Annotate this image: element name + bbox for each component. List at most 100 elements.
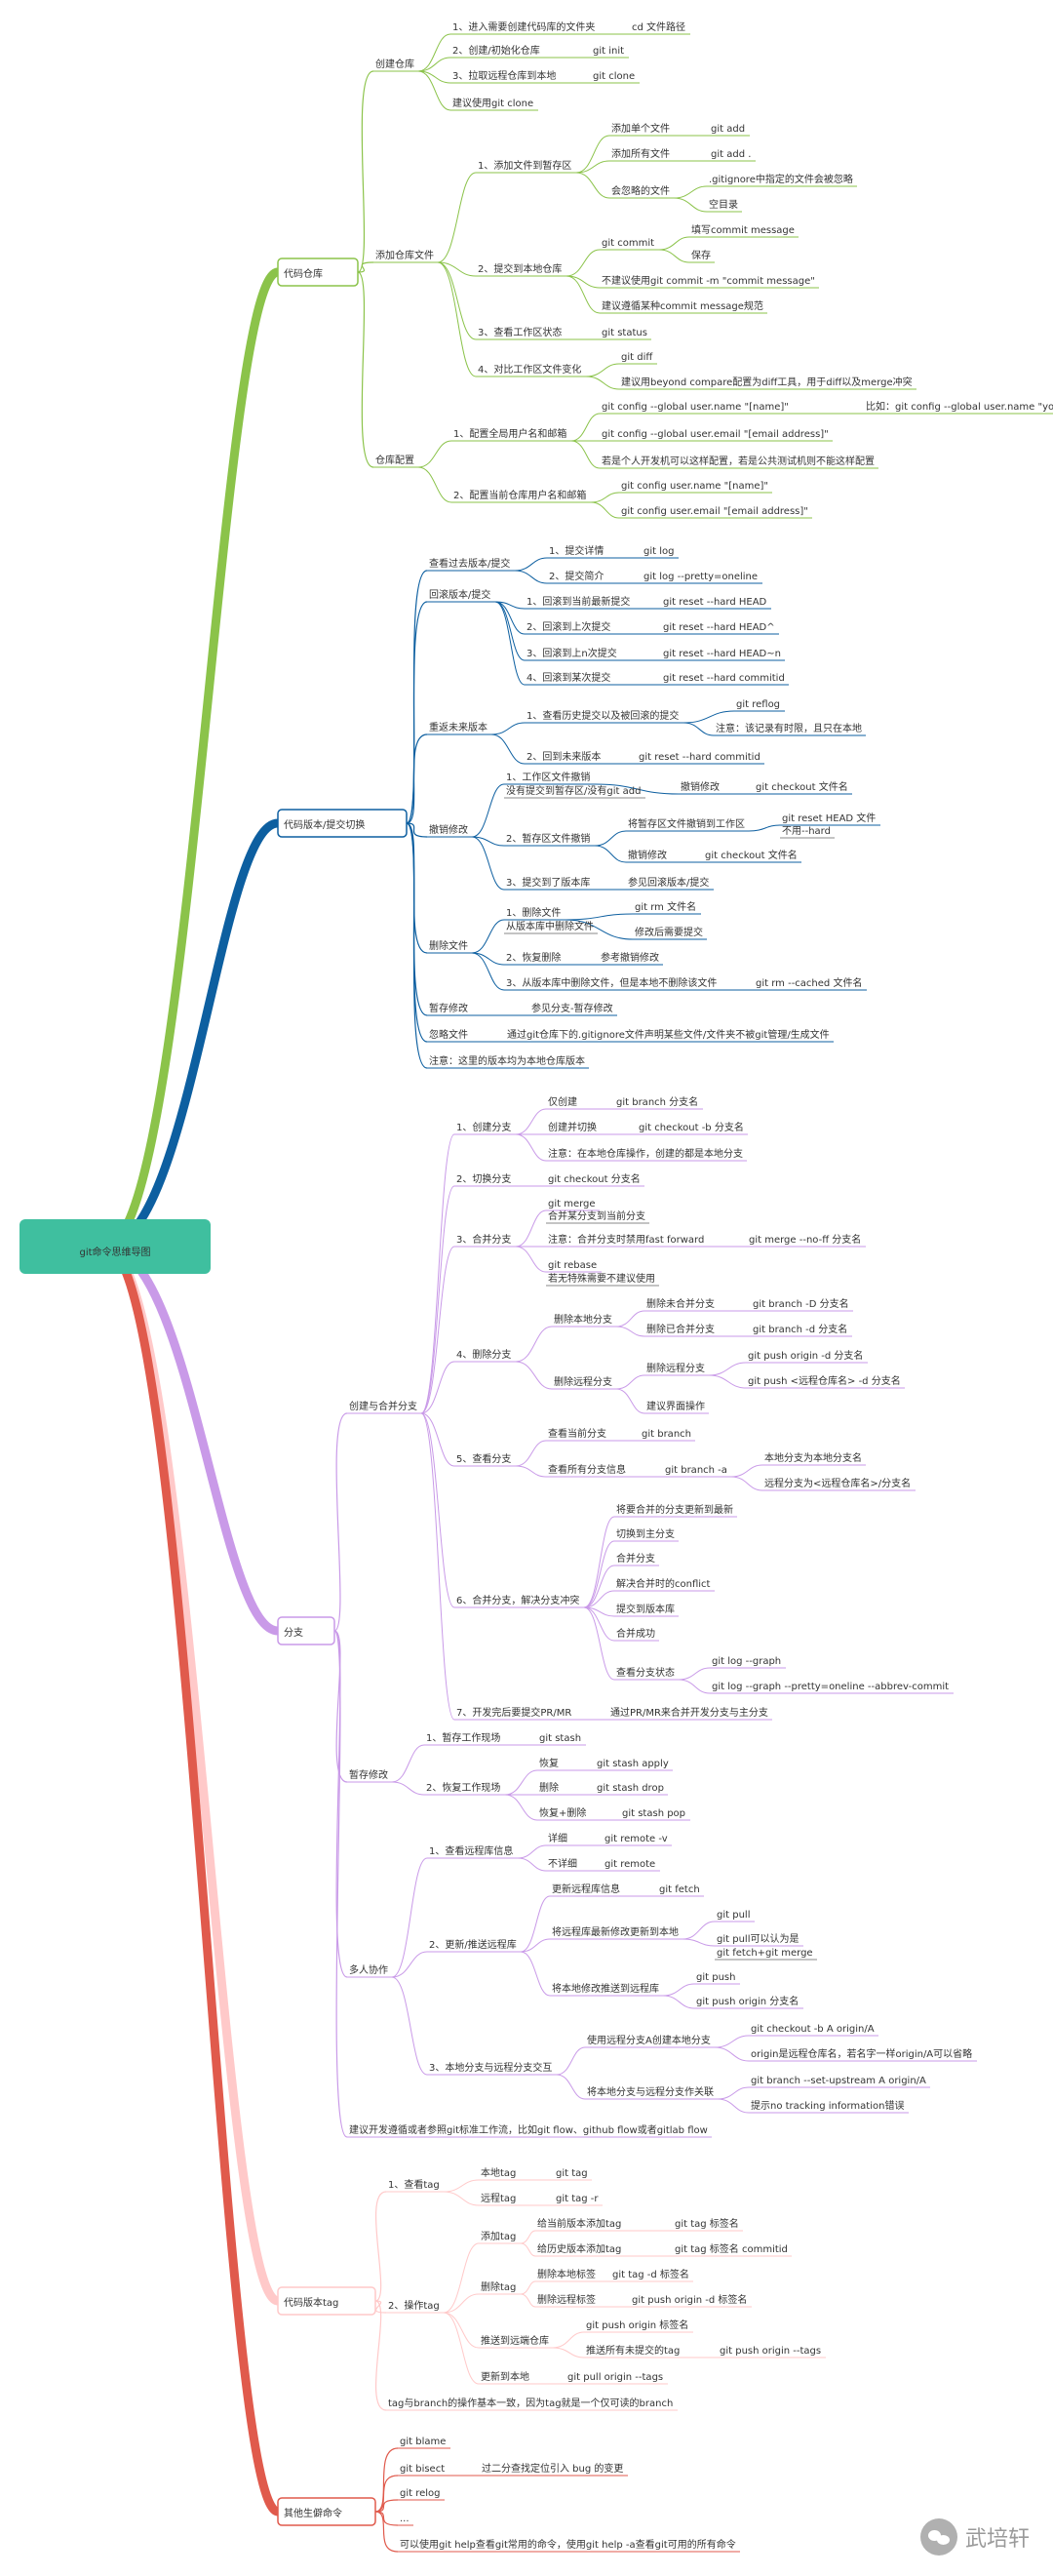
connector (615, 1310, 645, 1328)
node-label-n9: 添加仓库文件 (375, 249, 434, 261)
node-label-n35: 2、配置当前仓库用户名和邮箱 (453, 489, 586, 501)
node-label-n94: 3、合并分支 (456, 1233, 511, 1246)
connector (552, 2347, 585, 2358)
node-label-n58: 撤销修改 (429, 823, 468, 836)
connector (333, 1630, 348, 2138)
connector (678, 1667, 711, 1681)
node-label-n190: 过二分查找定位引入 bug 的变更 (482, 2462, 623, 2475)
node-label-n28: 建议用beyond compare配置为diff工具，用于diff以及merge… (621, 376, 913, 388)
connector (406, 601, 428, 824)
node-label-n44: 1、回滚到当前最新提交 (526, 595, 630, 608)
node-label-n7: git clone (593, 71, 635, 82)
connector (417, 57, 451, 72)
node-label-n1: 创建仓库 (375, 58, 414, 70)
node-label-n133: git stash (539, 1733, 581, 1744)
node-label-n52: 重返未来版本 (429, 721, 488, 733)
node-label-n174: 给历史版本添加tag (537, 2242, 621, 2255)
node-label-n122: 合并分支 (616, 1552, 655, 1565)
branch-box-b-tag[interactable] (277, 2286, 376, 2316)
node-label-n144: git remote -v (604, 1834, 668, 1844)
node-label-n6: 3、拉取远程仓库到本地 (452, 69, 556, 82)
node-label-n119: 6、合并分支，解决分支冲突 (456, 1594, 579, 1606)
node-label-n167: git tag (556, 2168, 588, 2179)
connector (443, 2312, 480, 2385)
node-label-n115: 查看所有分支信息 (548, 1463, 626, 1476)
node-label-n3: cd 文件路径 (632, 20, 685, 33)
watermark: 武培轩 (919, 2518, 1030, 2556)
branch-box-b-branch[interactable] (277, 1616, 335, 1645)
node-label-n80: 暂存修改 (429, 1002, 468, 1014)
node-label-n168: 远程tag (481, 2193, 516, 2204)
connector (585, 376, 620, 390)
node-label-n148: 更新远程库信息 (552, 1882, 620, 1895)
connector (391, 1976, 428, 2076)
connector (471, 952, 505, 991)
branch-box-b-other[interactable] (277, 2497, 376, 2526)
node-label-n23: 建议遵循某种commit message规范 (602, 299, 763, 312)
branch-curve-b-branch (100, 1242, 283, 1636)
connector (520, 1951, 551, 1997)
connector (437, 261, 477, 277)
node-label-n87: 仅创建 (548, 1095, 577, 1108)
branch-label-b-tag: 代码版本tag (284, 2296, 338, 2309)
connector (471, 952, 505, 966)
node-label-n143: 详细 (548, 1832, 567, 1844)
connector (552, 2331, 585, 2349)
branch-box-b-version[interactable] (277, 809, 408, 838)
node-label-n163: 提示no tracking information错误 (751, 2099, 904, 2112)
branch-label-b-branch: 分支 (284, 1627, 303, 1639)
node-label-n154: 将本地修改推送到远程库 (552, 1982, 659, 1995)
node-label-n78: 3、从版本库中删除文件，但是本地不删除该文件 (506, 976, 717, 989)
connector (494, 601, 526, 686)
root-box[interactable] (20, 1219, 211, 1274)
node-label-n193: 可以使用git help查看git常用的命令，使用git help -a查看gi… (400, 2538, 736, 2551)
node-label-n65: git reset HEAD 文件 (782, 812, 876, 824)
connector (420, 1185, 455, 1414)
branch-box-b-repo[interactable] (277, 258, 359, 287)
node-label-n39: 1、提交详情 (549, 544, 604, 557)
connector (406, 822, 428, 1043)
node-label-n102: 删除本地分支 (554, 1313, 612, 1326)
node-label-n142: 1、查看远程库信息 (429, 1844, 513, 1857)
connector (520, 1938, 551, 1953)
connector (658, 249, 690, 263)
connector (420, 1412, 455, 1467)
node-label-n170: 2、操作tag (388, 2299, 440, 2312)
connector (494, 601, 526, 661)
node-label-n32: 比如：git config --global user.name "yousal… (866, 400, 1053, 413)
node-label-n113: 查看当前分支 (548, 1427, 606, 1440)
node-label-n89: 创建并切换 (548, 1121, 597, 1133)
node-label-n178: git tag -d 标签名 (612, 2268, 689, 2280)
connector (420, 1412, 455, 1721)
node-label-n152: git pull可以认为是 (717, 1932, 799, 1945)
connector (662, 1983, 695, 1997)
node-label-n18: 2、提交到本地仓库 (478, 262, 562, 275)
node-label-n47: git reset --hard HEAD^ (663, 622, 775, 633)
node-label-n76: 2、恢复删除 (506, 951, 561, 964)
connector (517, 1844, 547, 1859)
node-label-n171: 添加tag (481, 2230, 516, 2242)
connector (565, 919, 634, 940)
node-label-n155: git push (696, 1972, 735, 1983)
connector (357, 261, 374, 273)
connector (583, 1590, 615, 1608)
wechat-icon (919, 2518, 957, 2556)
node-label-n140: git stash pop (622, 1808, 685, 1819)
node-label-n118: 远程分支为<远程仓库名>/分支名 (764, 1477, 911, 1489)
node-label-n74: git rm 文件名 (635, 900, 696, 913)
node-label-n4: 2、创建/初始化仓库 (452, 44, 540, 57)
connector (374, 2300, 387, 2411)
connector (443, 2293, 480, 2314)
connector (583, 1565, 615, 1608)
connector (514, 570, 548, 584)
node-label-n116: git branch -a (665, 1465, 727, 1476)
connector (443, 2242, 480, 2314)
root-label: git命令思维导图 (79, 1246, 150, 1258)
node-label-n34: 若是个人开发机可以这样配置，若是公共测试机则不能这样配置 (602, 455, 875, 467)
node-label-n92: 2、切换分支 (456, 1172, 511, 1185)
node-label-n105: 删除已合并分支 (646, 1323, 715, 1335)
connector (583, 1516, 615, 1608)
connector (515, 1440, 547, 1467)
node-label-n11: 添加单个文件 (611, 122, 670, 135)
node-label-n85: 创建与合并分支 (349, 1400, 417, 1412)
